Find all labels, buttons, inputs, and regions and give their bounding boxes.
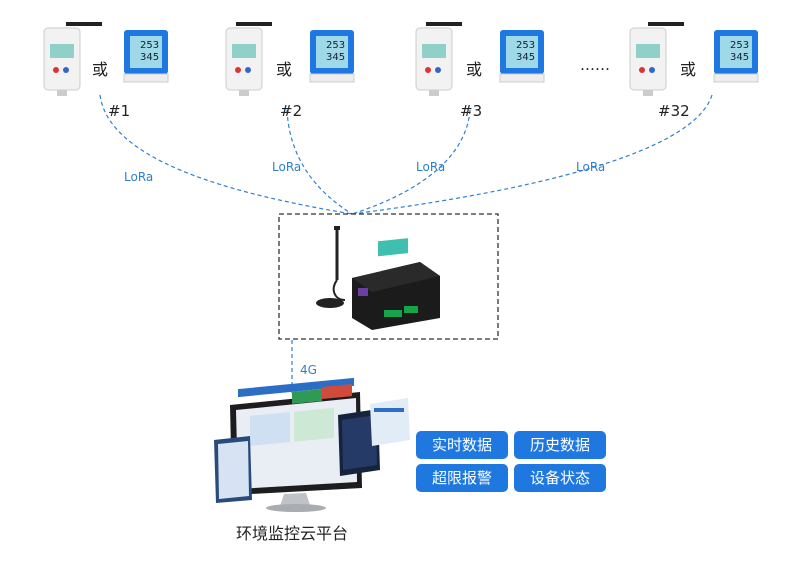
device-index-3: #3 (460, 102, 483, 120)
sensor-2-hum: 345 (326, 52, 346, 63)
lora-label-1: LoRa (124, 170, 154, 184)
sensor-32-hum: 345 (730, 52, 750, 63)
device-index-1: #1 (108, 102, 131, 120)
feature-history-data: 历史数据 (514, 431, 606, 459)
feature-device-status: 设备状态 (514, 464, 606, 492)
or-label-32: 或 (680, 60, 697, 79)
sensor-32-temp: 253 (730, 40, 750, 51)
sensor-3-temp: 253 (516, 40, 536, 51)
cloud-monitor (214, 377, 410, 512)
sensor-1-temp: 253 (140, 40, 160, 51)
sensor-1-hum: 345 (140, 52, 160, 63)
device-index-2: #2 (280, 102, 303, 120)
lora-link-32 (351, 94, 713, 215)
or-label-1: 或 (92, 60, 109, 79)
platform-label: 环境监控云平台 (236, 524, 349, 543)
or-label-2: 或 (276, 60, 293, 79)
lora-link-1 (99, 94, 353, 215)
or-label-3: 或 (466, 60, 483, 79)
sensor-2-temp: 253 (326, 40, 346, 51)
lora-label-32: LoRa (576, 160, 606, 174)
sensor-device-3 (415, 22, 545, 96)
gateway-device (316, 226, 440, 330)
sensor-device-2 (225, 22, 355, 96)
lora-label-3: LoRa (416, 160, 446, 174)
feature-over-limit-alarm: 超限报警 (416, 464, 508, 492)
feature-realtime-data: 实时数据 (416, 431, 508, 459)
ellipsis-label: …… (580, 56, 610, 74)
sensor-device-32 (629, 22, 759, 96)
uplink-label: 4G (300, 363, 317, 377)
sensor-row (43, 22, 759, 96)
device-index-32: #32 (658, 102, 690, 120)
lora-label-2: LoRa (272, 160, 302, 174)
sensor-3-hum: 345 (516, 52, 536, 63)
gateway-box (278, 213, 499, 340)
sensor-device-1 (43, 22, 169, 96)
lora-link-3 (351, 109, 471, 215)
